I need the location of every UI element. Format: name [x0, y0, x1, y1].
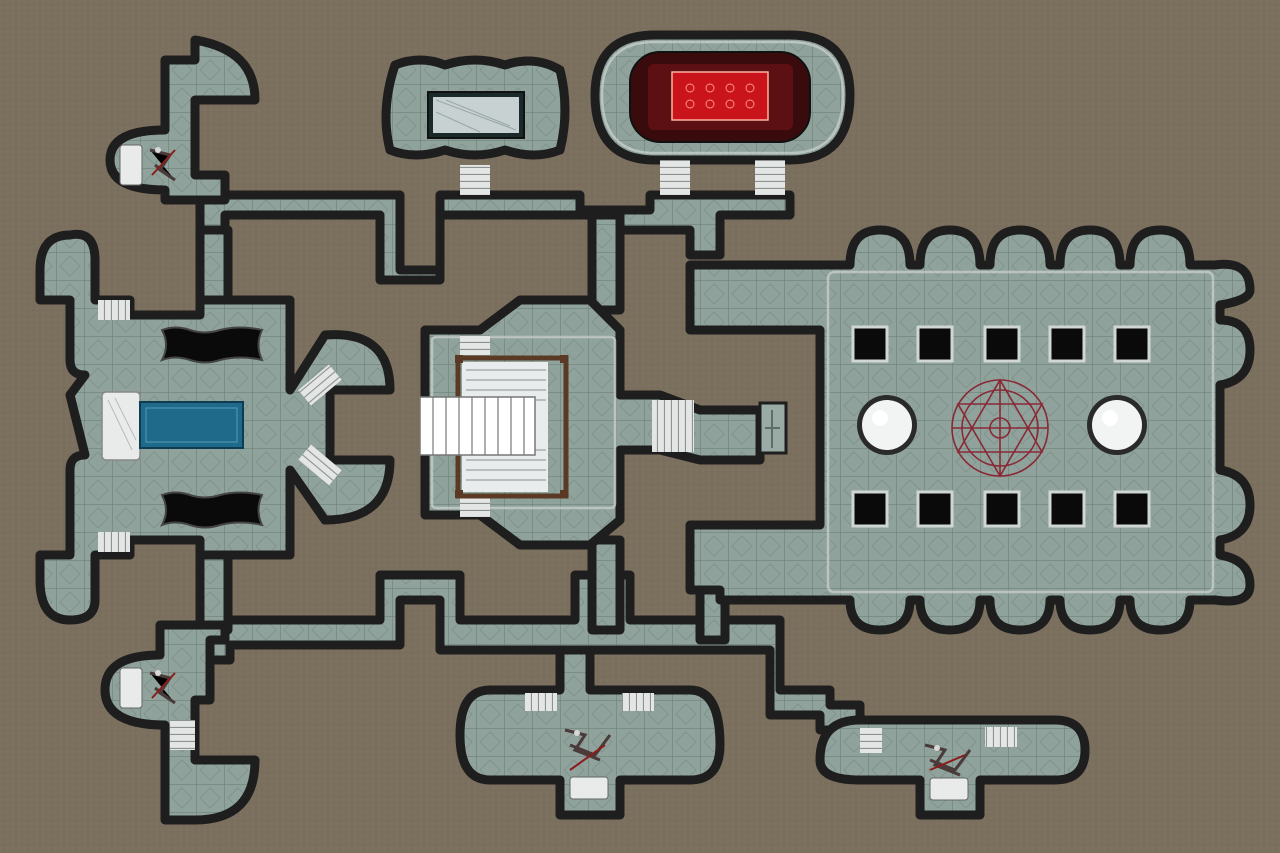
south-crypt	[455, 645, 725, 820]
reflecting-pool	[101, 391, 244, 461]
red-carpet-dais	[629, 51, 811, 143]
skeleton-pile	[119, 144, 972, 801]
summoning-circle	[951, 378, 1049, 478]
northwest-tower	[105, 35, 260, 205]
ritual-pillars	[851, 325, 1151, 528]
glass-display-case	[427, 91, 525, 139]
central-staircase	[419, 355, 569, 499]
orb-pedestals	[857, 395, 1147, 455]
pit-south	[159, 491, 264, 529]
stairway	[98, 160, 1017, 753]
pit-north	[159, 326, 264, 364]
statue-niche	[758, 401, 788, 455]
